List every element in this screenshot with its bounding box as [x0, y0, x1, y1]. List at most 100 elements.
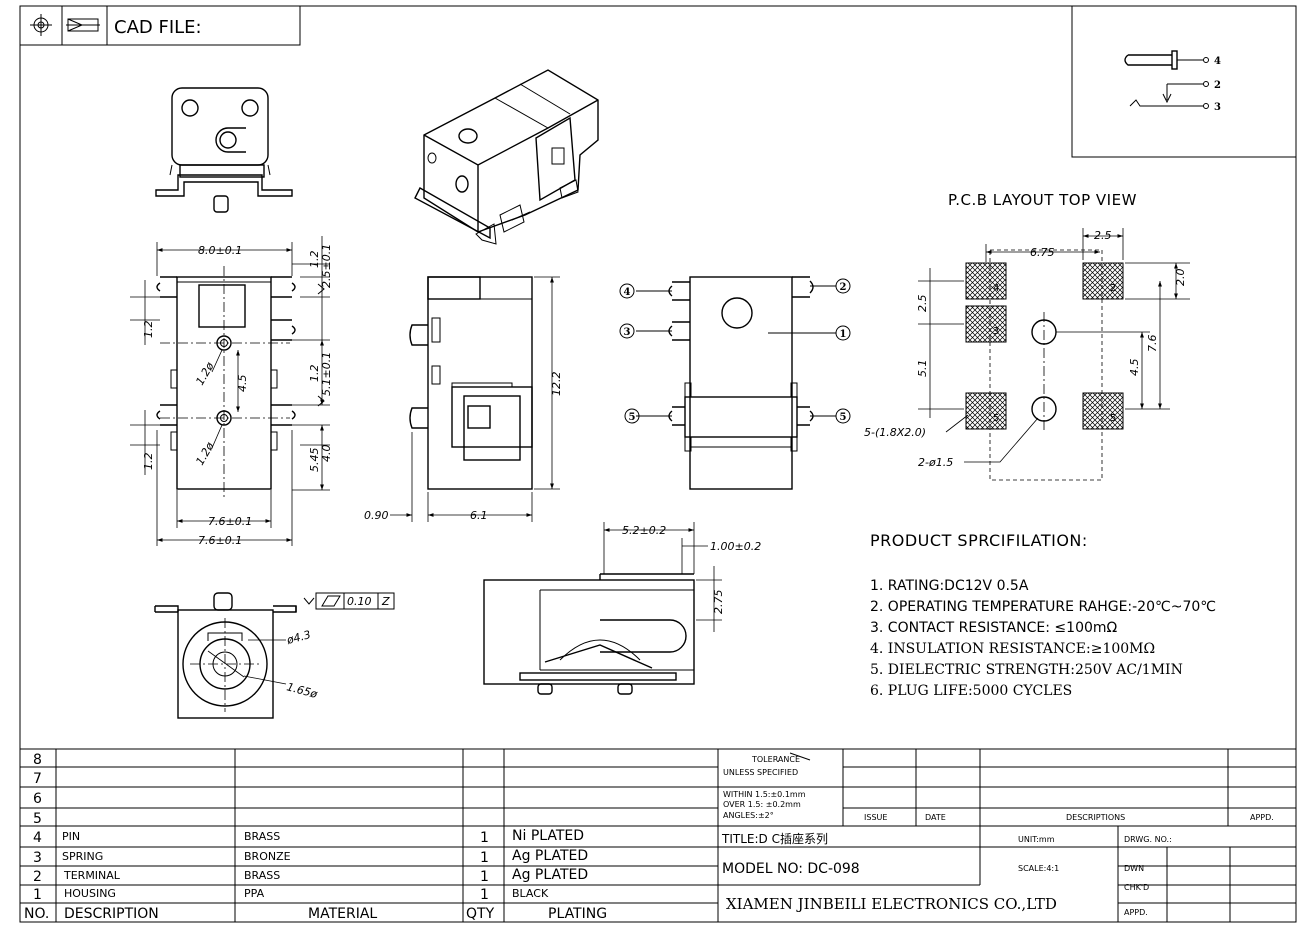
- cad-header: CAD FILE:: [19, 5, 301, 46]
- pad-4: [965, 262, 1007, 300]
- dim-outer-width: 7.6±0.1: [198, 534, 242, 547]
- side-view: 12.2 0.90 6.1: [364, 276, 563, 522]
- tb-dwn: DWN: [1124, 864, 1144, 873]
- dim-top-3: 1.2: [308, 365, 321, 383]
- bom-row-no: 3: [33, 850, 42, 866]
- tb-appd: APPD.: [1250, 813, 1274, 822]
- dim-side-width: 6.1: [470, 509, 488, 522]
- spec-title: PRODUCT SPRCIFILATION:: [870, 531, 1088, 550]
- dim-section-275: 2.75: [712, 590, 725, 615]
- bom-row-qty: 1: [480, 869, 489, 885]
- bom-row-material: PPA: [244, 887, 265, 900]
- bom-row-material: BRASS: [244, 830, 280, 843]
- pcb-layout: P.C.B LAYOUT TOP VIEW 4 2 3 5 5 2.5 6.75…: [864, 191, 1190, 481]
- bom-header-desc: DESCRIPTION: [64, 906, 159, 922]
- bom-header-plating: PLATING: [548, 906, 607, 922]
- dim-top-width: 8.0±0.1: [198, 244, 242, 257]
- callout-4: 4: [624, 287, 631, 298]
- top-left-iso-view: [155, 87, 293, 213]
- bom-row-plating: Ni PLATED: [512, 828, 584, 844]
- spec-line-6: 6. PLUG LIFE:5000 CYCLES: [870, 683, 1072, 699]
- pcb-dim-20: 2.0: [1174, 269, 1187, 287]
- dim-inner-width: 7.6±0.1: [208, 515, 252, 528]
- jack-schematic: 4 2 3: [1071, 5, 1297, 158]
- tb-model: MODEL NO: DC-098: [722, 861, 860, 877]
- spec-line-1: 1. RATING:DC12V 0.5A: [870, 578, 1029, 594]
- dim-dia-43: ø4.3: [284, 628, 312, 647]
- bom-row-no: 5: [33, 811, 42, 827]
- pad-5-left: [965, 392, 1007, 430]
- tb-over: OVER 1.5: ±0.2mm: [723, 800, 801, 809]
- bom-row-qty: 1: [480, 830, 489, 846]
- tb-chkd: CHK'D: [1124, 883, 1149, 892]
- bom-row-no: 8: [33, 752, 42, 768]
- bom-row-qty: 1: [480, 850, 489, 866]
- tb-date: DATE: [925, 813, 946, 822]
- pcb-dim-25-left: 2.5: [916, 295, 929, 313]
- pcb-note-pads: 5-(1.8X2.0): [864, 426, 926, 439]
- front-view: 4 3 5 2 1 5: [619, 276, 851, 490]
- pin-label-3: 3: [1214, 102, 1221, 113]
- tb-drwg: DRWG. NO.:: [1124, 835, 1172, 844]
- dim-top-4: 5.1±0.1: [320, 352, 333, 396]
- bom-row-plating: Ag PLATED: [512, 848, 588, 864]
- spec-line-5: 5. DIELECTRIC STRENGTH:250V AC/1MIN: [870, 662, 1183, 678]
- bom-row-plating: BLACK: [512, 887, 549, 900]
- dim-top-height-40: 4.0: [320, 445, 333, 463]
- sheet-border: [19, 5, 1297, 923]
- bom-row-no: 2: [33, 869, 42, 885]
- tb-within: WITHIN 1.5:±0.1mm: [723, 790, 806, 799]
- bom-row-desc: PIN: [62, 830, 80, 843]
- bom-row-material: BRASS: [244, 869, 280, 882]
- pcb-note-holes: 2-ø1.5: [918, 456, 953, 469]
- dim-side-pin: 0.90: [364, 509, 389, 522]
- bom-row-qty: 1: [480, 887, 489, 903]
- spec-line-2: 2. OPERATING TEMPERATURE RAHGE:-20℃~70℃: [870, 599, 1216, 615]
- pin-label-2: 2: [1214, 80, 1221, 91]
- pcb-dim-45: 4.5: [1128, 359, 1141, 377]
- pad-label-5a: 5: [993, 413, 999, 424]
- tb-company: XIAMEN JINBEILI ELECTRONICS CO.,LTD: [726, 895, 1057, 913]
- isometric-view: [414, 69, 599, 245]
- tb-tolerance: TOLERANCE: [751, 755, 800, 764]
- bom-row-plating: Ag PLATED: [512, 867, 588, 883]
- flatness-value: 0.10: [347, 595, 372, 608]
- spec-line-4: 4. INSULATION RESISTANCE:≥100MΩ: [870, 641, 1155, 657]
- dim-top-2: 2.5±0.1: [320, 244, 333, 288]
- bom-row-material: BRONZE: [244, 850, 291, 863]
- pad-2: [1082, 262, 1124, 300]
- bom-row-no: 7: [33, 771, 42, 787]
- pcb-title: P.C.B LAYOUT TOP VIEW: [948, 191, 1137, 209]
- callout-2: 2: [840, 282, 847, 293]
- pad-label-4: 4: [993, 283, 999, 294]
- dim-top-1: 1.2: [308, 251, 321, 269]
- dim-dia-165: 1.65ø: [285, 680, 319, 701]
- pin-label-4: 4: [1214, 56, 1221, 67]
- bom-row-desc: HOUSING: [64, 887, 116, 900]
- bom-header-material: MATERIAL: [308, 906, 377, 922]
- title-block: TOLERANCE UNLESS SPECIFIED WITHIN 1.5:±0…: [718, 749, 1296, 922]
- tb-unless: UNLESS SPECIFIED: [723, 768, 798, 777]
- section-view: 5.2±0.2 1.00±0.2 2.75: [483, 522, 761, 695]
- tb-descriptions: DESCRIPTIONS: [1066, 813, 1125, 822]
- dim-section-100: 1.00±0.2: [710, 540, 761, 553]
- dim-top-hole-2: 1.2ø: [193, 440, 217, 468]
- spec-line-3: 3. CONTACT RESISTANCE: ≤100mΩ: [870, 620, 1118, 636]
- pad-label-5b: 5: [1110, 413, 1116, 424]
- tb-unit: UNIT:mm: [1018, 835, 1055, 844]
- dim-top-hole-1: 1.2ø: [193, 360, 217, 388]
- callout-3: 3: [624, 327, 631, 338]
- dim-top-right-2: 5.45: [308, 448, 321, 473]
- pcb-dim-675: 6.75: [1030, 246, 1055, 259]
- callout-1: 1: [840, 329, 847, 340]
- pad-label-3: 3: [993, 326, 999, 337]
- pad-5-right: [1082, 392, 1124, 430]
- tb-title: TITLE:D C插座系列: [721, 831, 828, 846]
- bom-table: 8 7 6 5 4 PIN BRASS 1 Ni PLATED 3 SPRING…: [20, 748, 1296, 922]
- pcb-dim-51: 5.1: [916, 360, 929, 378]
- product-specification: PRODUCT SPRCIFILATION: 1. RATING:DC12V 0…: [870, 531, 1216, 699]
- flatness-datum: Z: [381, 595, 390, 608]
- top-view: 8.0±0.1 1.2 2.5±0.1 1.2 5.1±0.1 4.5 1.2ø…: [130, 236, 333, 547]
- dim-top-left-1: 1.2: [142, 321, 155, 339]
